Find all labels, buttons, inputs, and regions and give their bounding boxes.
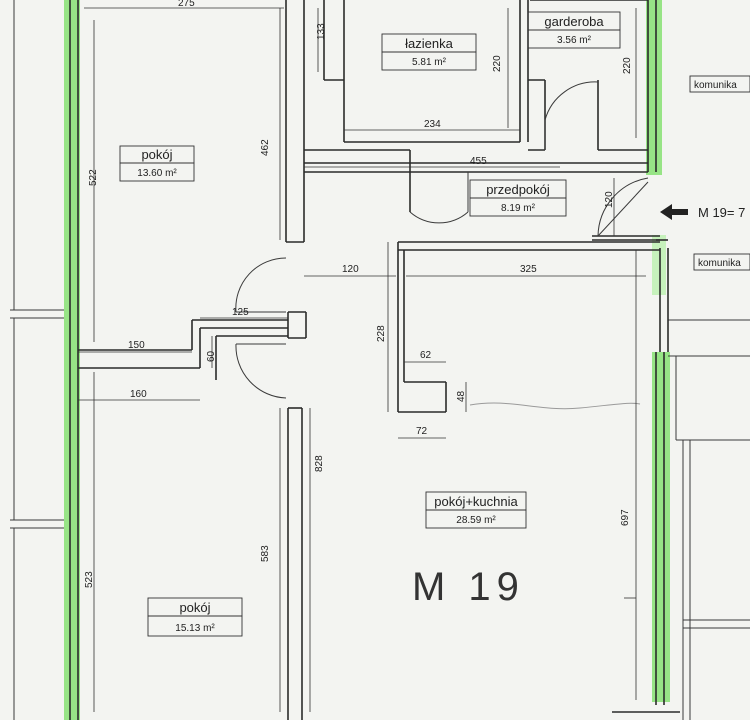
svg-text:15.13 m²: 15.13 m²: [175, 623, 215, 634]
dim-522: 522: [88, 169, 99, 186]
komunikacja-label-mid: komunika: [693, 253, 750, 271]
dim-828: 828: [314, 455, 325, 472]
svg-text:28.59 m²: 28.59 m²: [456, 515, 496, 526]
green-wall-right-mid: [652, 235, 666, 295]
dim-120-entrance: 120: [604, 191, 615, 208]
svg-text:13.60 m²: 13.60 m²: [137, 168, 177, 179]
dim-697: 697: [620, 509, 631, 526]
dim-228: 228: [376, 325, 387, 342]
dim-133: 133: [316, 23, 327, 40]
dimension-lines: [78, 7, 646, 712]
svg-text:8.19 m²: 8.19 m²: [501, 203, 536, 214]
green-wall-right-top: [646, 0, 662, 175]
dim-48: 48: [456, 390, 467, 402]
walls: [69, 0, 680, 720]
svg-text:garderoba: garderoba: [544, 14, 604, 29]
neighbour-left: [10, 0, 64, 720]
doors: [235, 81, 649, 399]
room-label-pokoj-bottom: pokój 15.13 m²: [147, 597, 243, 637]
room-label-pokoj-kuchnia: pokój+kuchnia 28.59 m²: [425, 491, 527, 529]
svg-text:pokój: pokój: [179, 600, 210, 615]
dim-583: 583: [260, 545, 271, 562]
dim-325: 325: [520, 264, 537, 275]
svg-text:3.56 m²: 3.56 m²: [557, 35, 592, 46]
svg-text:komunika: komunika: [698, 258, 741, 269]
dim-160: 160: [130, 389, 147, 400]
svg-text:łazienka: łazienka: [405, 36, 453, 51]
dim-72: 72: [416, 426, 428, 437]
room-label-lazienka: łazienka 5.81 m²: [381, 33, 477, 71]
room-label-pokoj-top: pokój 13.60 m²: [119, 145, 195, 182]
dim-523: 523: [84, 571, 95, 588]
dim-125: 125: [232, 307, 249, 318]
dim-220-bathroom: 220: [492, 55, 503, 72]
svg-text:przedpokój: przedpokój: [486, 182, 550, 197]
dim-455: 455: [470, 156, 487, 167]
dim-220-garderoba: 220: [622, 57, 633, 74]
room-label-przedpokoj: przedpokój 8.19 m²: [469, 179, 567, 217]
dim-120-kitchen: 120: [342, 264, 359, 275]
unit-arrow-label: M 19= 7: [698, 205, 745, 220]
unit-label: M 19: [412, 565, 525, 609]
neighbour-right: [668, 319, 750, 720]
pencil-mark: [469, 402, 641, 410]
green-wall-right-bottom: [652, 352, 670, 702]
svg-text:pokój: pokój: [141, 147, 172, 162]
dim-150: 150: [128, 340, 145, 351]
room-label-garderoba: garderoba 3.56 m²: [527, 11, 621, 49]
svg-text:pokój+kuchnia: pokój+kuchnia: [434, 494, 518, 509]
dim-234: 234: [424, 119, 441, 130]
arrow-left-icon: [660, 204, 688, 220]
green-wall-left: [64, 0, 80, 720]
komunikacja-label-top: komunika: [689, 75, 750, 93]
svg-text:5.81 m²: 5.81 m²: [412, 57, 447, 68]
dim-60: 60: [206, 350, 217, 362]
dim-62: 62: [420, 350, 432, 361]
dim-462: 462: [260, 139, 271, 156]
dim-275: 275: [178, 0, 195, 9]
svg-text:komunika: komunika: [694, 80, 737, 91]
